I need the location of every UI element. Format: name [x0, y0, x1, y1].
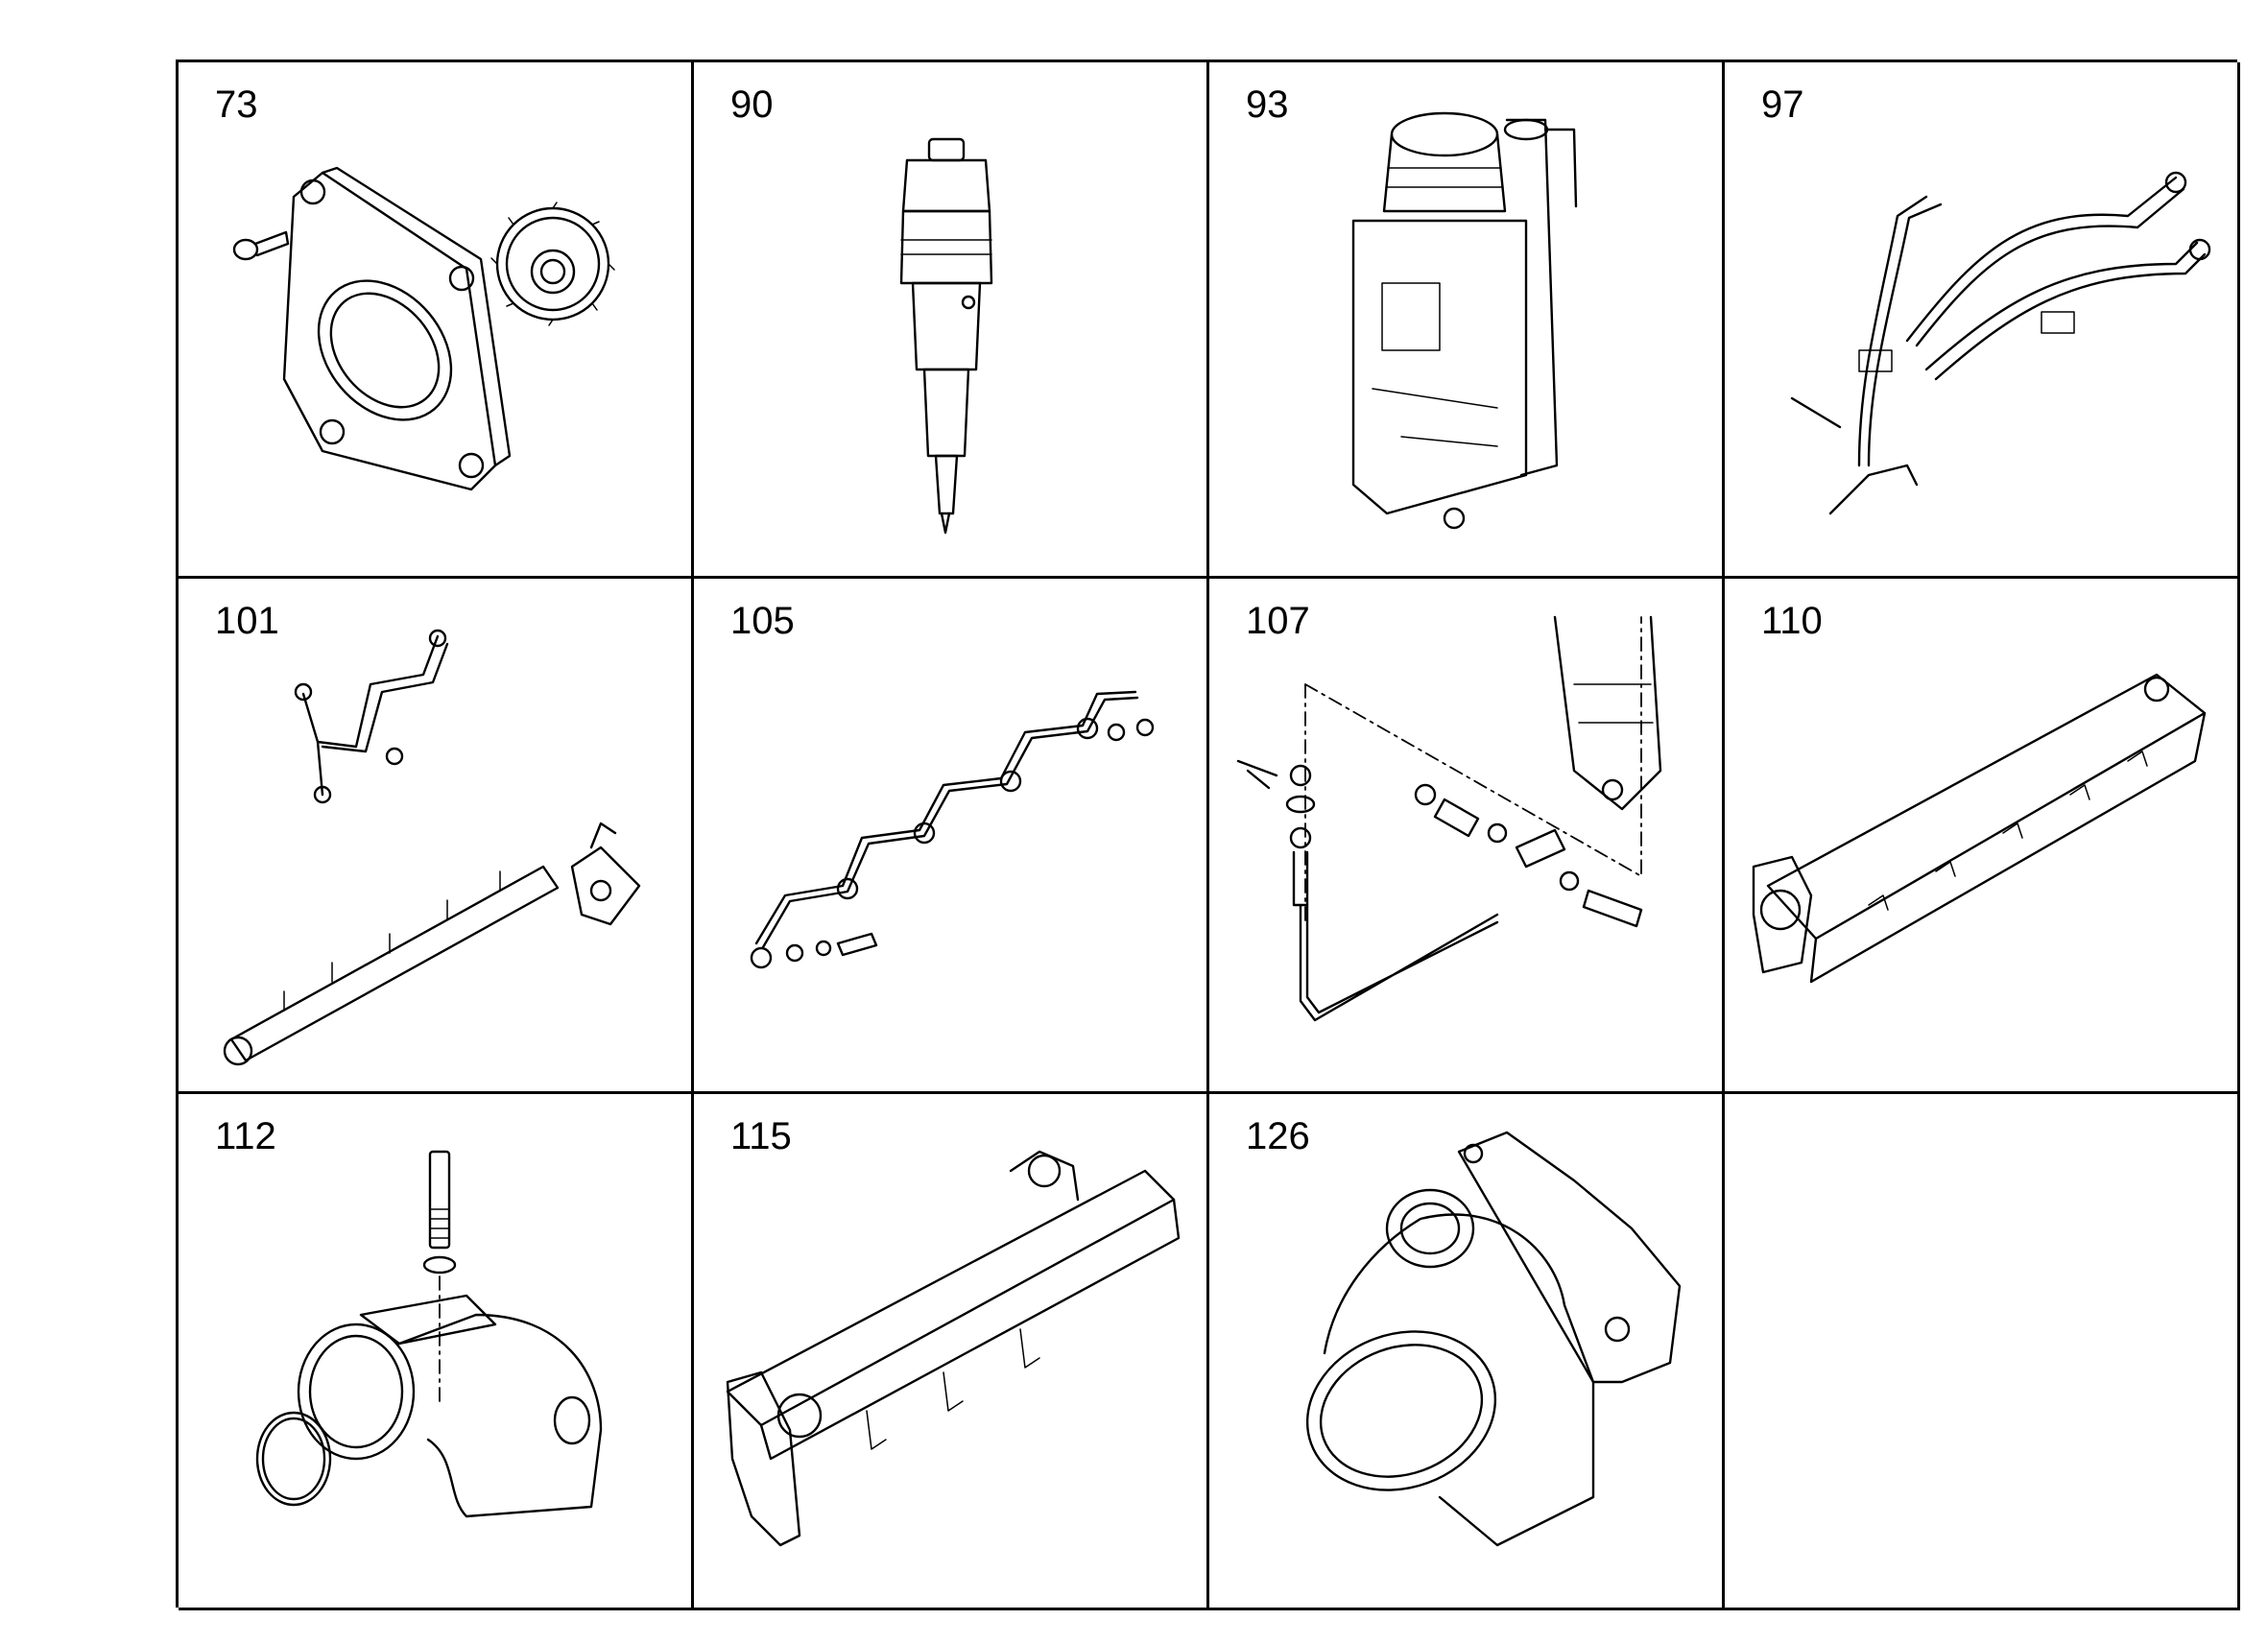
part-cell-115[interactable]: 115 [694, 1094, 1209, 1610]
common-rail-and-lines-icon [223, 629, 641, 1065]
part-number: 97 [1761, 83, 1804, 126]
part-cell-101[interactable]: 101 [179, 578, 694, 1095]
part-cell-107[interactable]: 107 [1209, 578, 1725, 1095]
part-cell-112[interactable]: 112 [179, 1094, 694, 1610]
part-number: 115 [730, 1115, 792, 1158]
part-number: 112 [215, 1115, 276, 1158]
part-cell-93[interactable]: 93 [1209, 62, 1725, 579]
part-number: 90 [730, 83, 774, 126]
intake-elbow-housing-icon [1305, 1131, 1682, 1547]
fuel-return-line-fittings-icon [1236, 615, 1662, 1021]
empty-cell [1725, 1094, 2240, 1610]
part-cell-126[interactable]: 126 [1209, 1094, 1725, 1610]
part-number: 93 [1246, 83, 1289, 126]
intake-manifold-icon [1752, 673, 2207, 983]
part-number: 107 [1246, 599, 1310, 642]
injection-line-set-icon [750, 690, 1155, 968]
part-number: 105 [730, 599, 795, 642]
part-number: 110 [1761, 599, 1823, 642]
injector-nozzle-icon [899, 137, 993, 535]
part-cell-73[interactable]: 73 [179, 62, 694, 579]
elbow-connector-icon [255, 1150, 603, 1518]
part-cell-90[interactable]: 90 [694, 62, 1209, 579]
part-cell-110[interactable]: 110 [1725, 578, 2240, 1095]
part-cell-97[interactable]: 97 [1725, 62, 2240, 579]
part-cell-105[interactable]: 105 [694, 578, 1209, 1095]
parts-grid: 73 90 [176, 60, 2240, 1610]
flange-and-gear-icon [232, 166, 615, 491]
fuel-filter-housing-icon [1351, 111, 1578, 530]
part-number: 73 [215, 83, 258, 126]
fuel-lines-bundle-icon [1790, 171, 2211, 515]
part-number: 101 [215, 599, 279, 642]
part-number: 126 [1246, 1115, 1310, 1158]
exhaust-manifold-icon [726, 1150, 1181, 1547]
